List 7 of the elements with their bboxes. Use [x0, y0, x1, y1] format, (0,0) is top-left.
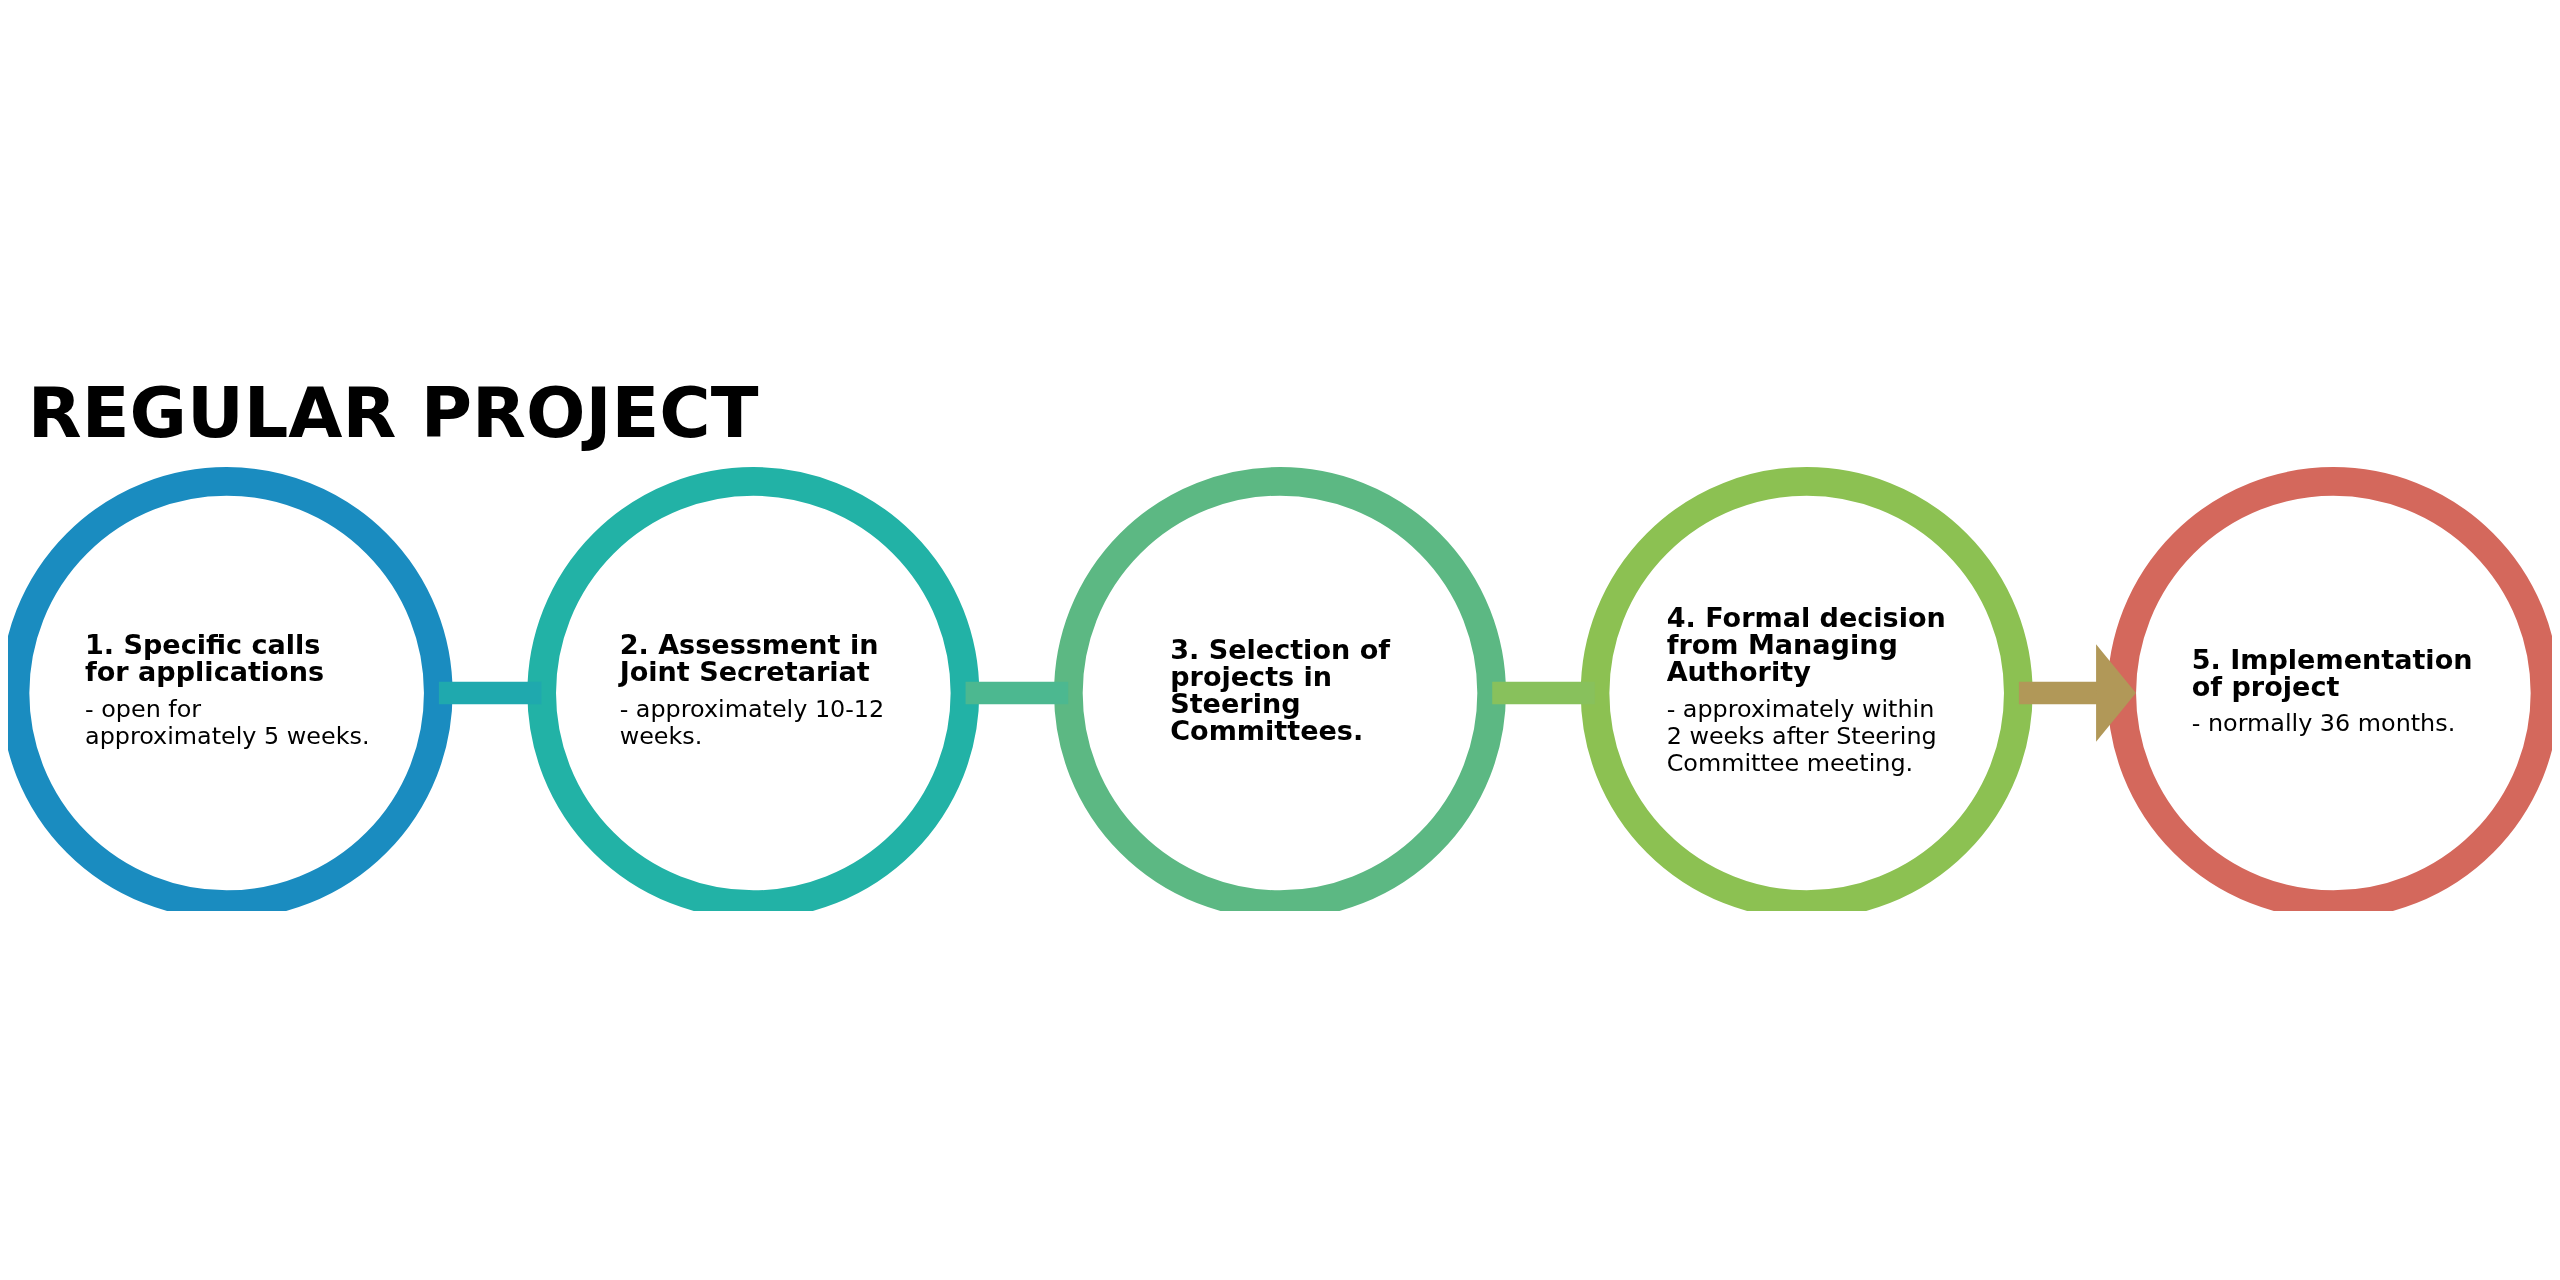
diagram-title: REGULAR PROJECT — [27, 371, 759, 454]
node-circle: 2. Assessment in Joint Secretariat - approximately 10-12 weeks. — [527, 466, 980, 911]
arrow — [2018, 643, 2136, 742]
node-circle: 4. Formal decision from Managing Authority - approximately within 2 weeks after Steering Committee meeting. — [1580, 466, 2033, 911]
node-circle: 3. Selection of projects in Steering Committees. — [1054, 466, 1506, 911]
node-circle: 1. Specific calls for applications - open for approximately 5 weeks. — [8, 466, 453, 911]
node-circle: 5. Implementation of project - normally 36 months. — [2107, 466, 2552, 911]
